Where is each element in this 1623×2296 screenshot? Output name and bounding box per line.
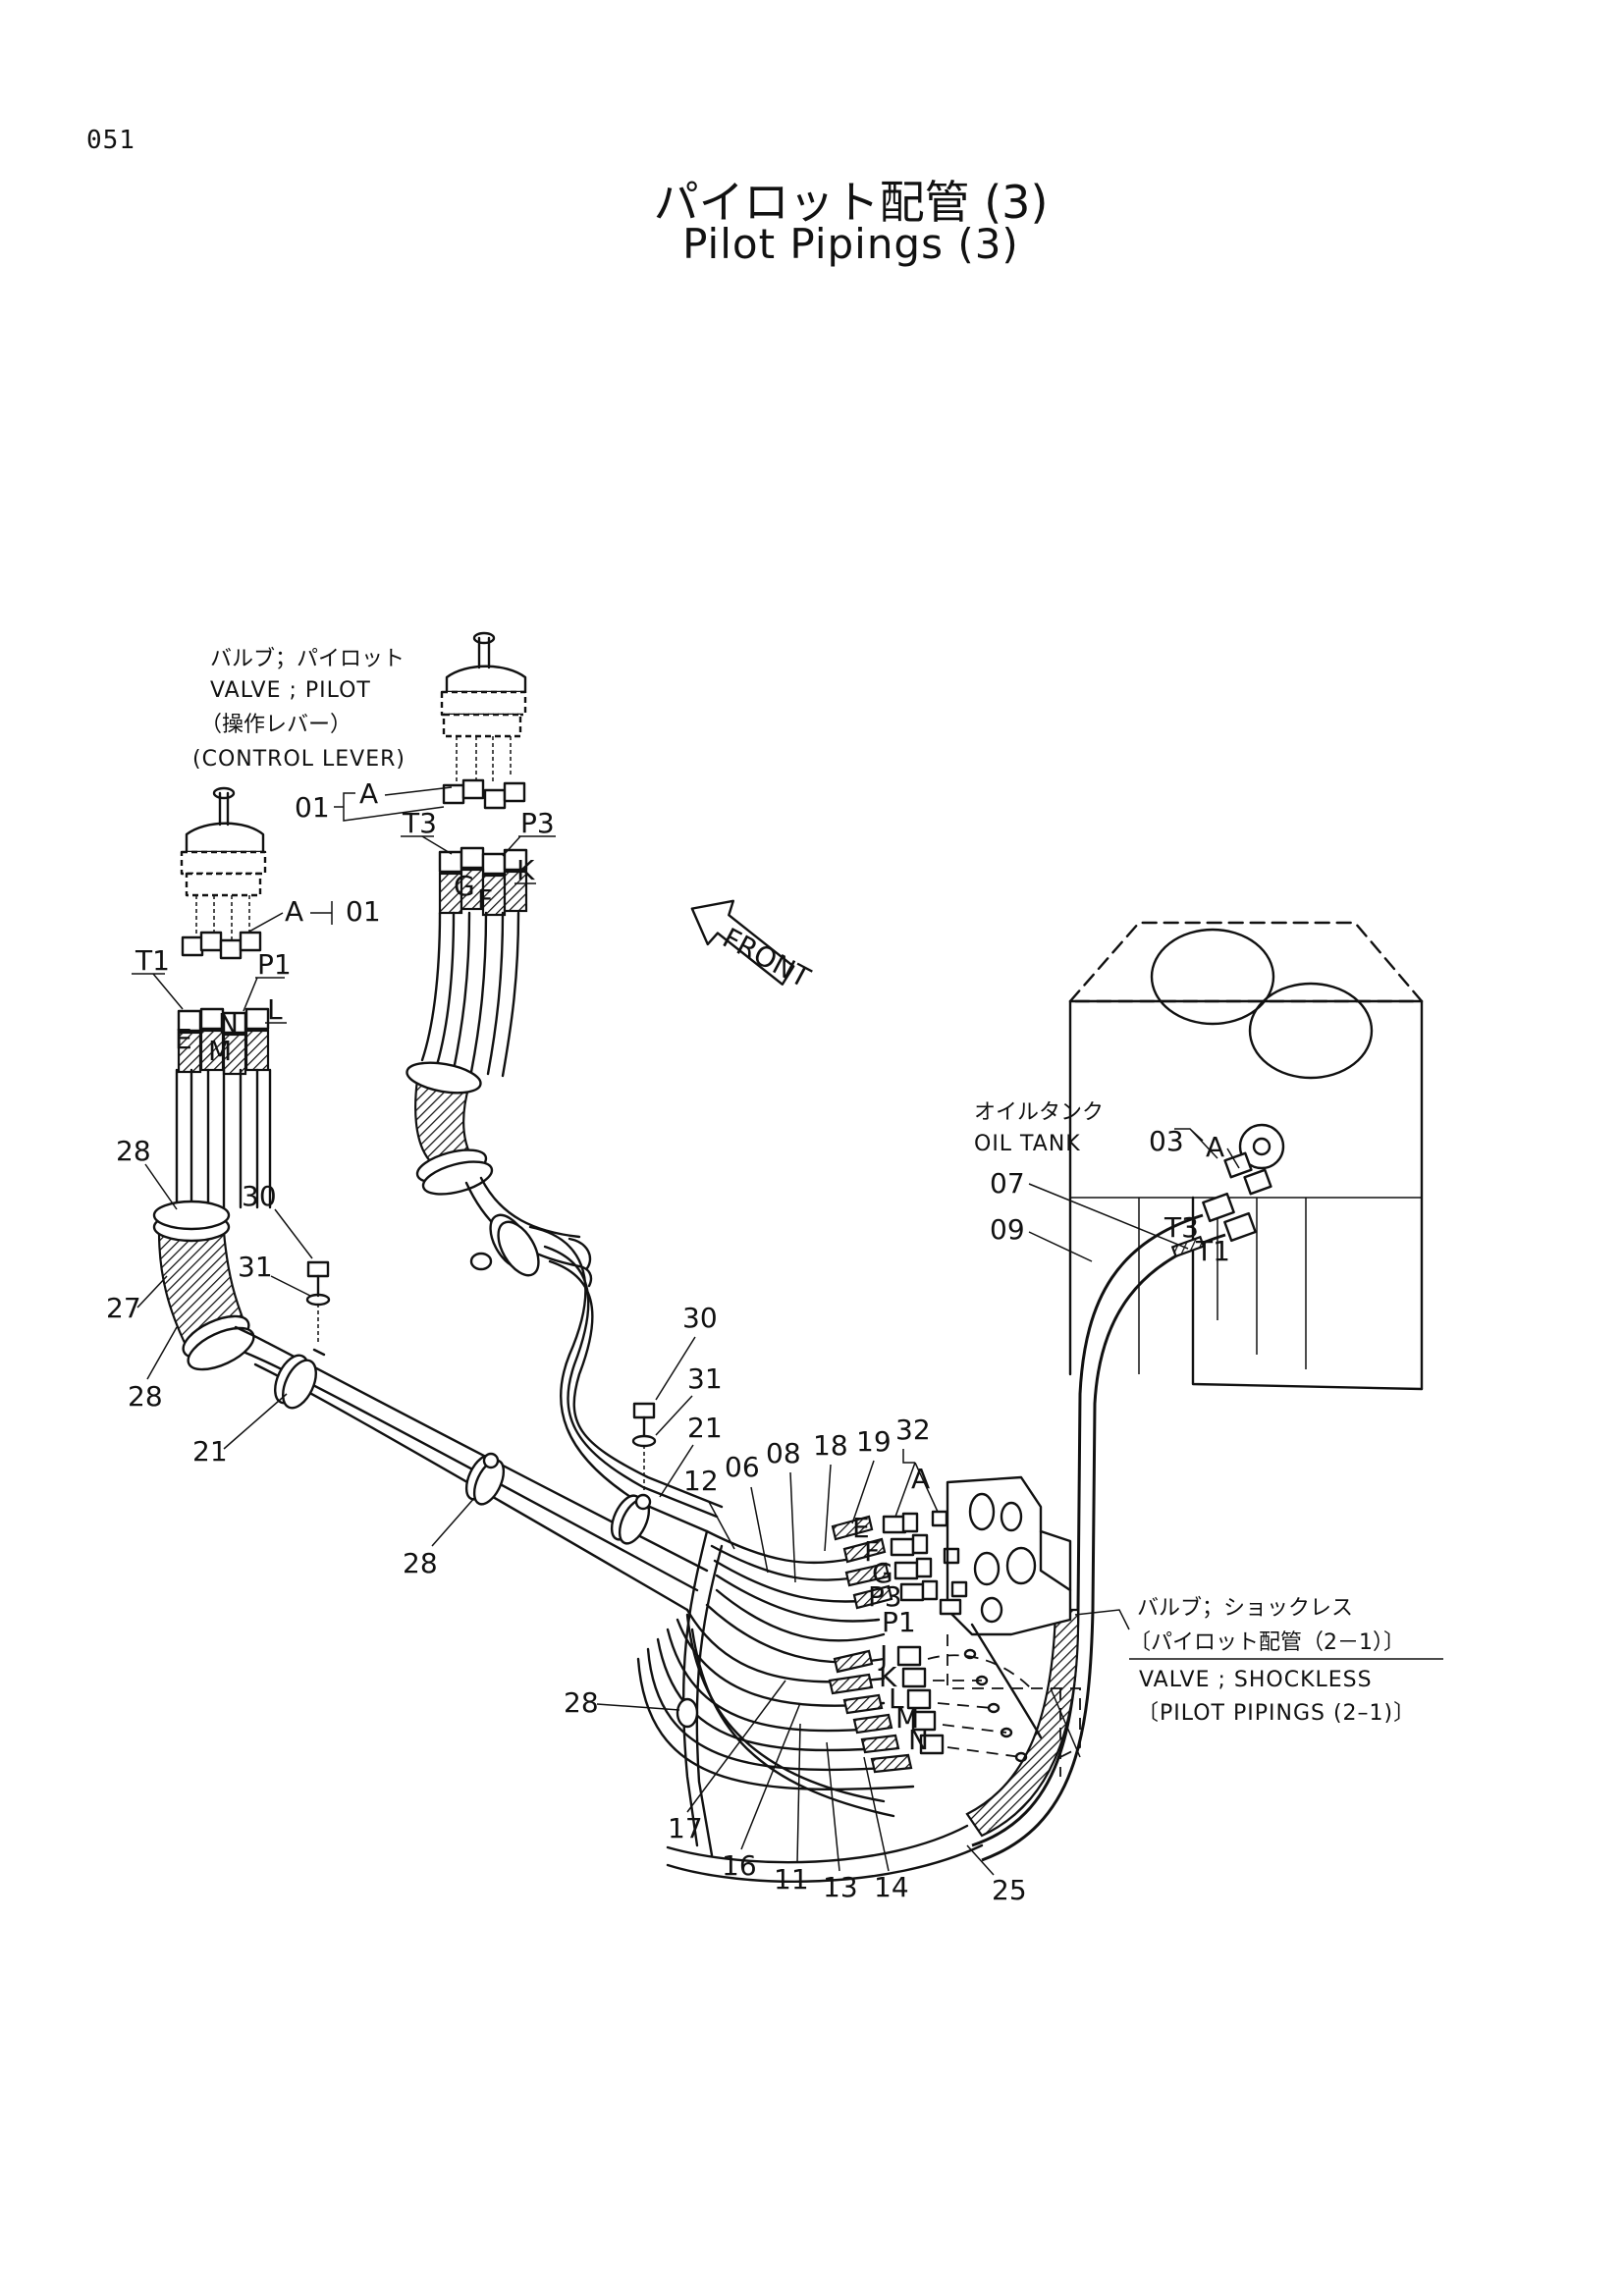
callout-G-top: G <box>454 870 475 902</box>
port-E: E <box>852 1512 870 1544</box>
oil-tank-drawing <box>1068 921 1424 1391</box>
callout-28-d: 28 <box>564 1686 599 1719</box>
shockless-valve-en-ref: 〔PILOT PIPINGS (2–1)〕 <box>1137 1701 1416 1726</box>
callout-31-a: 31 <box>238 1251 273 1283</box>
callout-13: 13 <box>823 1871 858 1903</box>
port-P3: P3 <box>868 1580 902 1613</box>
callout-28-a: 28 <box>116 1135 151 1167</box>
title-english: Pilot Pipings (3) <box>682 220 1019 268</box>
callout-12: 12 <box>683 1465 719 1497</box>
bolt-30-31-left <box>305 1260 331 1345</box>
front-arrow-label: FRONT <box>718 922 817 994</box>
callout-A-tank: A <box>1206 1131 1224 1163</box>
pilot-valve-caption: バルブ；パイロット VALVE ; PILOT （操作レバー） (CONTROL… <box>192 647 406 772</box>
shockless-valve-en: VALVE ; SHOCKLESS <box>1139 1668 1373 1692</box>
callout-30-a: 30 <box>242 1180 277 1212</box>
pilot-valve-sub-ja: （操作レバー） <box>200 713 352 737</box>
callout-T3-tank: T3 <box>1163 1211 1199 1244</box>
callouts-left-lower: 28 30 31 27 28 21 28 <box>106 1135 476 1579</box>
shockless-valve-drawing <box>882 1475 1081 1777</box>
callout-P3-top: P3 <box>520 807 555 839</box>
callout-18: 18 <box>813 1429 848 1462</box>
callout-11: 11 <box>774 1863 809 1896</box>
callout-30-b: 30 <box>682 1302 718 1334</box>
callout-P1-left: P1 <box>257 948 292 981</box>
tank-return-hoses <box>666 1213 1226 1883</box>
title-japanese: パイロット配管 (3) <box>653 176 1049 229</box>
shockless-valve-caption: バルブ；ショックレス 〔パイロット配管（2－1）〕 VALVE ; SHOCKL… <box>1074 1596 1443 1726</box>
callout-T3-top: T3 <box>402 807 437 839</box>
callout-T1-left: T1 <box>135 944 170 977</box>
left-hose-bundle <box>152 1068 709 1612</box>
callout-01-right: 01 <box>295 791 330 824</box>
callout-09: 09 <box>990 1213 1025 1246</box>
callout-F-top: F <box>477 883 493 916</box>
callout-25: 25 <box>992 1874 1027 1906</box>
callout-17: 17 <box>668 1812 703 1844</box>
callout-28-b: 28 <box>128 1380 163 1413</box>
callout-32: 32 <box>895 1414 931 1446</box>
callout-28-c: 28 <box>403 1547 438 1579</box>
page-number: 051 <box>86 126 135 155</box>
pilot-valve-sub-en: (CONTROL LEVER) <box>192 747 406 772</box>
callout-T1-tank: T1 <box>1195 1235 1230 1267</box>
pilot-valve-en: VALVE ; PILOT <box>210 678 371 703</box>
callout-21-b: 21 <box>687 1412 723 1444</box>
right-pilot-valve-drawing <box>438 631 528 917</box>
bolt-30-31-right <box>631 1402 657 1492</box>
callout-27: 27 <box>106 1292 141 1324</box>
callout-06: 06 <box>725 1451 760 1483</box>
callout-08: 08 <box>766 1437 801 1469</box>
callout-01-left: 01 <box>346 895 381 928</box>
callout-21-a: 21 <box>192 1435 228 1468</box>
shockless-valve-ja-ref: 〔パイロット配管（2－1）〕 <box>1129 1630 1405 1655</box>
port-P1: P1 <box>882 1606 916 1638</box>
callout-16: 16 <box>722 1849 757 1882</box>
callouts-oil-tank: 03 A 07 09 T3 T1 <box>990 1125 1240 1267</box>
callouts-middle: 30 31 21 12 06 08 18 19 32 A 28 17 16 11… <box>564 1302 1027 1906</box>
hose-fan-to-shockless-valve <box>636 1515 915 1857</box>
left-pilot-valve-drawing <box>177 786 270 1076</box>
right-hose-bundle <box>406 911 724 1545</box>
shockless-valve-ja: バルブ；ショックレス <box>1137 1596 1353 1621</box>
callout-N-left: N <box>218 1007 239 1040</box>
callout-M-left: M <box>208 1035 232 1067</box>
callout-E-left: E <box>175 1023 192 1055</box>
callout-14: 14 <box>874 1871 909 1903</box>
oil-tank-en: OIL TANK <box>974 1132 1081 1156</box>
callout-A-mid: A <box>911 1463 930 1495</box>
callout-03: 03 <box>1149 1125 1184 1157</box>
pilot-valve-ja: バルブ；パイロット <box>210 647 405 671</box>
port-F: F <box>864 1535 880 1568</box>
callouts-valve-ports: E F G P3 P1 J K L M N <box>852 1512 929 1756</box>
port-K: K <box>879 1661 897 1693</box>
oil-tank-caption: オイルタンク OIL TANK <box>974 1100 1104 1156</box>
callout-K-top: K <box>516 854 535 886</box>
oil-tank-ja: オイルタンク <box>974 1100 1104 1125</box>
port-G: G <box>872 1557 893 1589</box>
callout-07: 07 <box>990 1167 1025 1200</box>
callout-19: 19 <box>856 1425 892 1458</box>
callout-L-left: L <box>267 993 283 1026</box>
callouts-right-valve: 01 A T3 P3 K G F <box>295 777 556 916</box>
callout-A-right: A <box>359 777 378 810</box>
port-M: M <box>895 1702 919 1735</box>
front-arrow[interactable]: FRONT <box>681 894 816 994</box>
callout-A-left: A <box>285 895 303 928</box>
callouts-left-valve: A 01 T1 P1 L N E M <box>132 895 381 1067</box>
port-L: L <box>889 1682 904 1715</box>
callout-31-b: 31 <box>687 1362 723 1395</box>
port-J: J <box>878 1639 888 1672</box>
port-N: N <box>908 1724 929 1756</box>
